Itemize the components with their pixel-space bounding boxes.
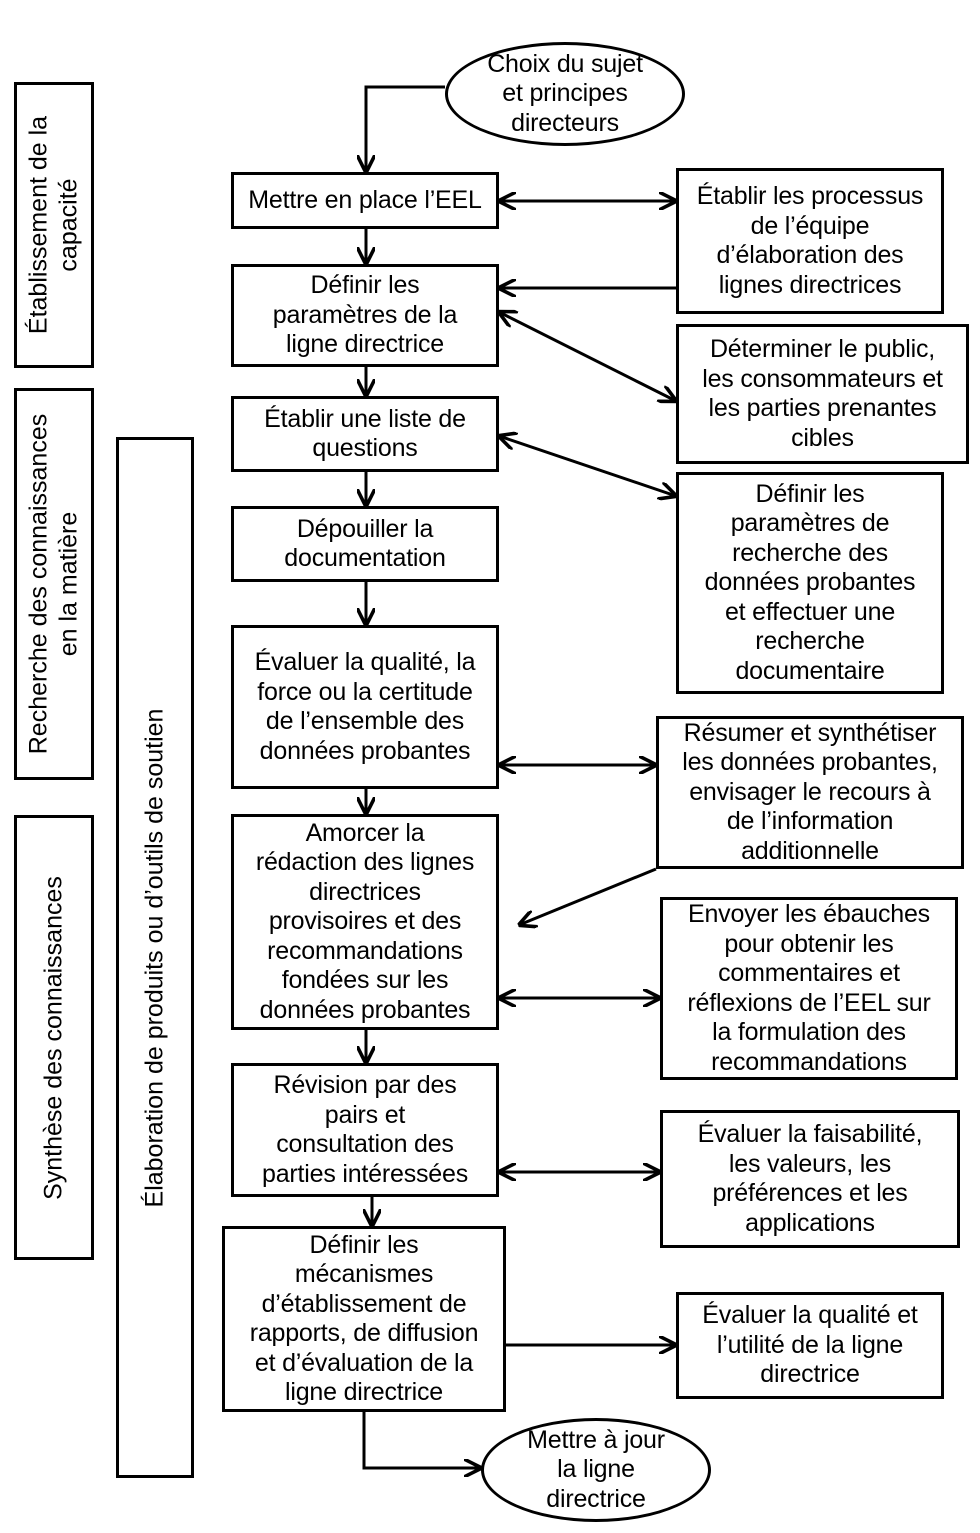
step-evaluate-quality: Évaluer la qualité, la force ou la certi… bbox=[231, 625, 499, 789]
task-team-processes: Établir les processus de l’équipe d’élab… bbox=[676, 168, 944, 314]
step-draft-recommendations: Amorcer la rédaction des lignes directri… bbox=[231, 814, 499, 1030]
phase-synthesis-bar: Synthèse des connaissances bbox=[14, 815, 94, 1260]
step-label: Dépouiller la documentation bbox=[284, 514, 446, 573]
task-evaluate-feasibility: Évaluer la faisabilité, les valeurs, les… bbox=[660, 1110, 960, 1248]
step-peer-review: Révision par des pairs et consultation d… bbox=[231, 1063, 499, 1197]
arrow-step8-to-end bbox=[362, 1412, 481, 1468]
task-label: Évaluer la faisabilité, les valeurs, les… bbox=[697, 1120, 923, 1237]
step-label: Amorcer la rédaction des lignes directri… bbox=[255, 818, 475, 1024]
task-evaluate-utility: Évaluer la qualité et l’utilité de la li… bbox=[676, 1292, 944, 1399]
arrow-start-to-eel bbox=[366, 85, 445, 172]
end-oval: Mettre à jour la ligne directrice bbox=[481, 1418, 711, 1522]
task-label: Établir les processus de l’équipe d’élab… bbox=[696, 182, 924, 299]
task-search-parameters: Définir les paramètres de recherche des … bbox=[676, 472, 944, 694]
task-label: Évaluer la qualité et l’utilité de la li… bbox=[702, 1301, 918, 1389]
phase-capacity-label: Établissement de la capacité bbox=[24, 115, 83, 335]
step-question-list: Établir une liste de questions bbox=[231, 396, 499, 472]
step-define-mechanisms: Définir les mécanismes d’établissement d… bbox=[222, 1226, 506, 1412]
task-label: Déterminer le public, les consommateurs … bbox=[702, 335, 943, 452]
step-setup-eel: Mettre en place l’EEL bbox=[231, 172, 499, 229]
phase-research-bar: Recherche des connaissances en la matièr… bbox=[14, 388, 94, 780]
arrow-summary-to-draft bbox=[519, 867, 657, 925]
step-label: Mettre en place l’EEL bbox=[248, 185, 482, 214]
task-label: Envoyer les ébauches pour obtenir les co… bbox=[687, 900, 931, 1076]
step-label: Évaluer la qualité, la force ou la certi… bbox=[254, 648, 476, 765]
phase-capacity-bar: Établissement de la capacité bbox=[14, 82, 94, 368]
step-label: Définir les paramètres de la ligne direc… bbox=[272, 271, 458, 359]
step-label: Définir les mécanismes d’établissement d… bbox=[249, 1230, 479, 1407]
arrow-parameters-public bbox=[499, 312, 676, 401]
step-label: Révision par des pairs et consultation d… bbox=[261, 1071, 469, 1188]
start-oval: Choix du sujet et principes directeurs bbox=[445, 42, 685, 146]
task-label: Résumer et synthétiser les données proba… bbox=[682, 718, 938, 865]
task-send-drafts: Envoyer les ébauches pour obtenir les co… bbox=[660, 897, 958, 1080]
phase-synthesis-label: Synthèse des connaissances bbox=[39, 875, 68, 1200]
task-label: Définir les paramètres de recherche des … bbox=[704, 479, 916, 685]
start-oval-label: Choix du sujet et principes directeurs bbox=[487, 49, 643, 137]
task-summarize-evidence: Résumer et synthétiser les données proba… bbox=[656, 716, 964, 869]
phase-tools-label: Élaboration de produits ou d’outils de s… bbox=[140, 708, 169, 1207]
step-define-parameters: Définir les paramètres de la ligne direc… bbox=[231, 264, 499, 367]
arrow-questions-search bbox=[499, 436, 676, 496]
task-target-audience: Déterminer le public, les consommateurs … bbox=[676, 324, 969, 464]
end-oval-label: Mettre à jour la ligne directrice bbox=[527, 1425, 665, 1513]
phase-tools-bar: Élaboration de produits ou d’outils de s… bbox=[116, 437, 194, 1478]
step-label: Établir une liste de questions bbox=[264, 404, 466, 463]
phase-research-label: Recherche des connaissances en la matièr… bbox=[24, 413, 83, 755]
step-review-literature: Dépouiller la documentation bbox=[231, 506, 499, 582]
